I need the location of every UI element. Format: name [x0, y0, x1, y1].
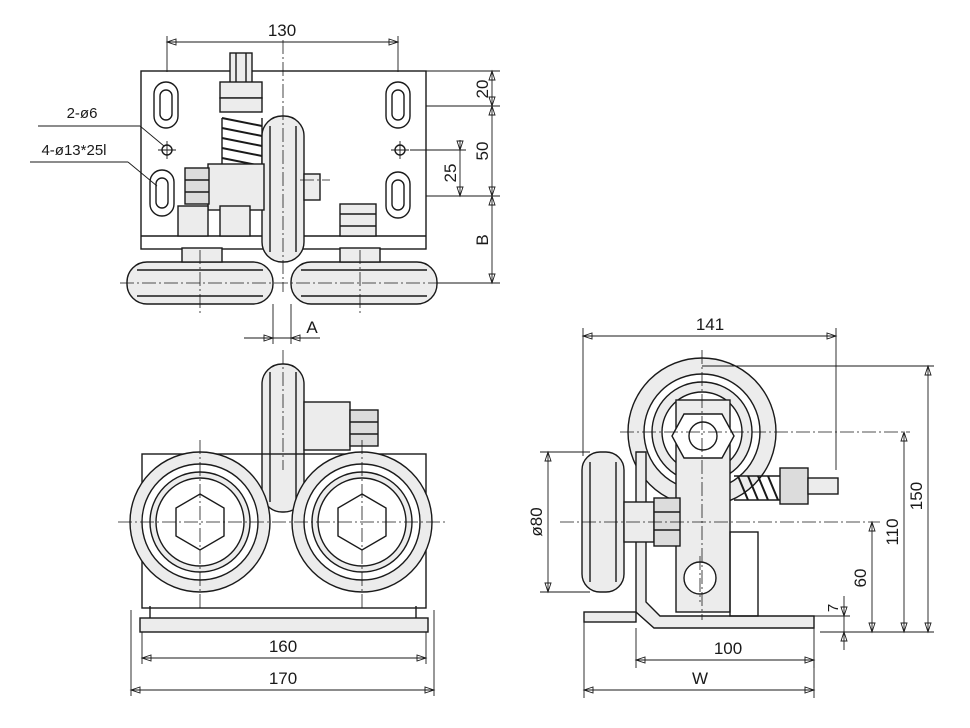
label-slot-holes: 4-ø13*25l — [41, 142, 106, 159]
dim-side-150: 150 — [907, 482, 926, 510]
dim-offset-50: 50 — [473, 142, 492, 161]
front-wheel-left — [129, 451, 271, 593]
dim-front-160: 160 — [269, 637, 297, 656]
front-base — [139, 617, 429, 633]
dim-offset-20: 20 — [473, 80, 492, 99]
dim-offset-25: 25 — [441, 164, 460, 183]
front-view: 160 170 — [118, 350, 448, 696]
slot-holes — [149, 81, 411, 219]
side-view: 141 150 110 60 7 ø80 100 W — [527, 315, 934, 698]
spring-rod — [229, 52, 253, 84]
dim-top-width: 130 — [268, 21, 296, 40]
dim-side-141: 141 — [696, 315, 724, 334]
dim-side-100: 100 — [714, 639, 742, 658]
dim-a: A — [306, 318, 318, 337]
dim-side-dia80: ø80 — [527, 507, 546, 536]
dim-side-60: 60 — [851, 569, 870, 588]
dim-side-7: 7 — [825, 604, 842, 612]
dim-side-w: W — [692, 669, 708, 688]
label-small-holes: 2-ø6 — [67, 105, 98, 122]
spring — [221, 117, 263, 167]
top-view: 130 20 50 25 B A 2-ø6 4-ø13*25l — [30, 21, 500, 344]
side-spring — [734, 467, 839, 505]
dim-front-170: 170 — [269, 669, 297, 688]
dim-b: B — [473, 234, 492, 245]
dim-side-110: 110 — [883, 518, 902, 545]
